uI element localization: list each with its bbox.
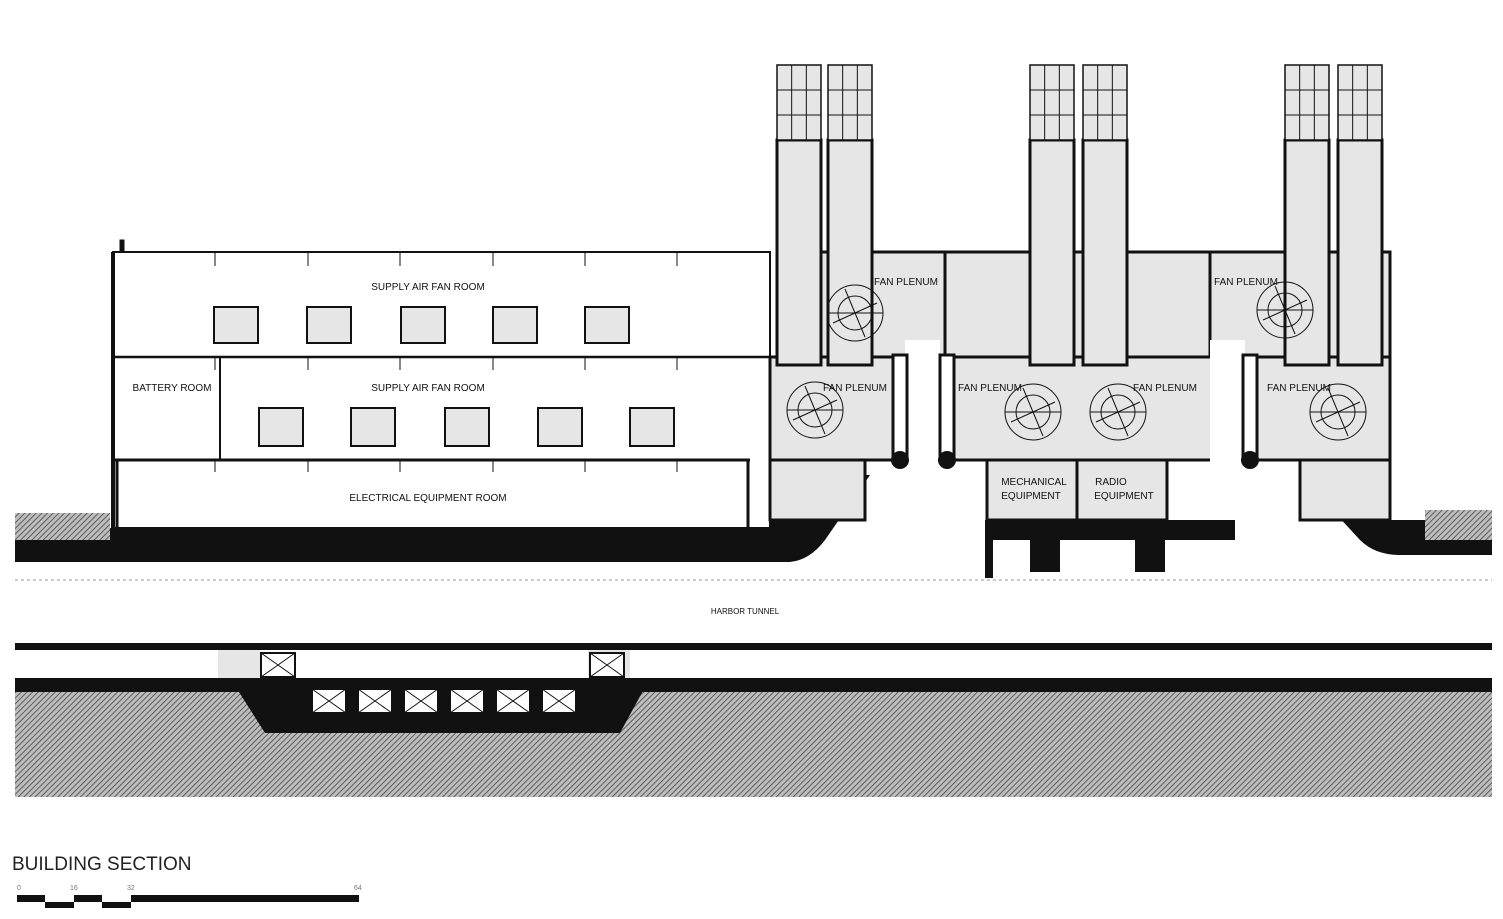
vent-cross (311, 688, 347, 714)
label-battery-room: BATTERY ROOM (133, 383, 212, 394)
shaft-cap (1029, 64, 1075, 141)
shaft-cap (827, 64, 873, 141)
vent-cross (541, 688, 577, 714)
main-building (111, 239, 771, 529)
window (629, 407, 675, 447)
wall (891, 353, 909, 462)
vent-cross (449, 688, 485, 714)
label-fan-plenum: FAN PLENUM (958, 383, 1022, 394)
plenum (768, 458, 867, 522)
label-mechanical-equipment: EQUIPMENT (1001, 491, 1060, 502)
ceiling-hangers (214, 253, 678, 472)
corridor (905, 340, 940, 520)
foundation-slab (15, 475, 870, 562)
windows (213, 306, 675, 447)
ground (15, 510, 1492, 797)
scale-tick: 32 (127, 885, 135, 892)
label-fan-plenum: FAN PLENUM (1267, 383, 1331, 394)
shaft (1283, 138, 1331, 367)
label-radio-equipment: RADIO (1095, 477, 1127, 488)
window (584, 306, 630, 344)
wall (1241, 353, 1259, 462)
label-supply-air-fan-room-upper: SUPPLY AIR FAN ROOM (371, 282, 485, 293)
vent-cross (589, 652, 625, 678)
fans (786, 281, 1367, 441)
shaft (1081, 138, 1129, 367)
shaft (826, 138, 874, 367)
window (400, 306, 446, 344)
window (258, 407, 304, 447)
label-fan-plenum: FAN PLENUM (1133, 383, 1197, 394)
label-harbor-tunnel: HARBOR TUNNEL (711, 607, 780, 616)
wall-end (1241, 451, 1259, 469)
wall-end (891, 451, 909, 469)
label-mechanical-equipment: MECHANICAL (1001, 477, 1067, 488)
window (306, 306, 352, 344)
label-supply-air-fan-room-lower: SUPPLY AIR FAN ROOM (371, 383, 485, 394)
label-radio-equipment: EQUIPMENT (1094, 491, 1153, 502)
shaft (1336, 138, 1384, 367)
vent-cross (403, 688, 439, 714)
window (537, 407, 583, 447)
plenum (1243, 355, 1392, 462)
window (350, 407, 396, 447)
plenum (768, 355, 907, 462)
plenum (943, 250, 1212, 359)
shaft-cap (1284, 64, 1330, 141)
label-electrical-equipment-room: ELECTRICAL EQUIPMENT ROOM (349, 493, 506, 504)
corridor (1210, 340, 1245, 520)
label-fan-plenum: FAN PLENUM (1214, 277, 1278, 288)
drawing-title: BUILDING SECTION (12, 854, 191, 875)
label-fan-plenum: FAN PLENUM (823, 383, 887, 394)
label-fan-plenum: FAN PLENUM (874, 277, 938, 288)
scale-bar: 0 16 32 64 (17, 885, 362, 908)
wall-end (938, 451, 956, 469)
scale-tick: 64 (354, 885, 362, 892)
exhaust-shafts (775, 64, 1384, 367)
shaft (1028, 138, 1076, 367)
plenum (1298, 458, 1392, 522)
shaft (775, 138, 823, 367)
window (492, 306, 538, 344)
shaft-cap (776, 64, 822, 141)
wall (938, 353, 956, 462)
shaft-cap (1337, 64, 1383, 141)
vent-cross (260, 652, 296, 678)
vent-cross (495, 688, 531, 714)
window (213, 306, 259, 344)
vent-cross (357, 688, 393, 714)
room-labels: SUPPLY AIR FAN ROOM SUPPLY AIR FAN ROOM … (133, 277, 1331, 616)
shaft-cap (1082, 64, 1128, 141)
scale-tick: 0 (17, 885, 21, 892)
window (444, 407, 490, 447)
equipment-rooms (985, 458, 1169, 522)
harbor-tunnel (15, 643, 1492, 733)
scale-tick: 16 (70, 885, 78, 892)
